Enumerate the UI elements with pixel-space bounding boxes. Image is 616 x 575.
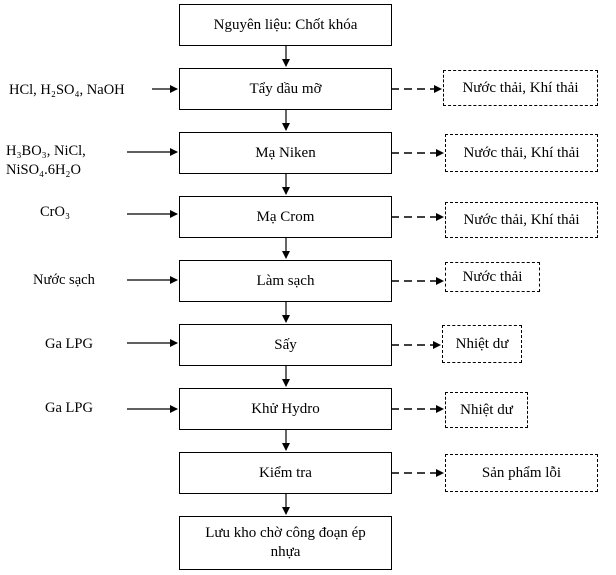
step-cleaning: Làm sạch xyxy=(179,260,392,302)
input-nickel-line1: H₃BO₃, NiCl, xyxy=(6,143,86,159)
output-inspection: Sản phẩm lỗi xyxy=(445,454,598,492)
step-storage: Lưu kho chờ công đoạn ép nhựa xyxy=(179,516,392,570)
input-hydrogen: Ga LPG xyxy=(45,400,93,416)
input-nickel-line2: NiSO₄.6H₂O xyxy=(6,162,81,178)
output-drying: Nhiệt dư xyxy=(442,325,522,363)
step-inspection: Kiểm tra xyxy=(179,452,392,494)
input-drying: Ga LPG xyxy=(45,336,93,352)
output-hydrogen: Nhiệt dư xyxy=(445,392,528,428)
input-chrome: CrO₃ xyxy=(40,204,71,220)
output-cleaning: Nước thải xyxy=(445,262,540,292)
step-chrome-plating: Mạ Crom xyxy=(179,196,392,238)
step-degreasing: Tẩy dầu mỡ xyxy=(179,68,392,110)
step-hydrogen-removal: Khử Hydro xyxy=(179,388,392,430)
input-nickel: H₃BO₃, NiCl, NiSO₄.6H₂O xyxy=(6,142,86,180)
input-cleaning: Nước sạch xyxy=(33,272,95,288)
output-degreasing: Nước thải, Khí thải xyxy=(443,70,598,106)
step-raw-material: Nguyên liệu: Chốt khóa xyxy=(179,4,392,46)
step-nickel-plating: Mạ Niken xyxy=(179,132,392,174)
output-nickel: Nước thải, Khí thải xyxy=(445,134,598,172)
step-drying: Sấy xyxy=(179,324,392,366)
input-degreasing: HCl, H₂SO₄, NaOH xyxy=(9,82,125,98)
output-chrome: Nước thải, Khí thải xyxy=(445,202,598,238)
